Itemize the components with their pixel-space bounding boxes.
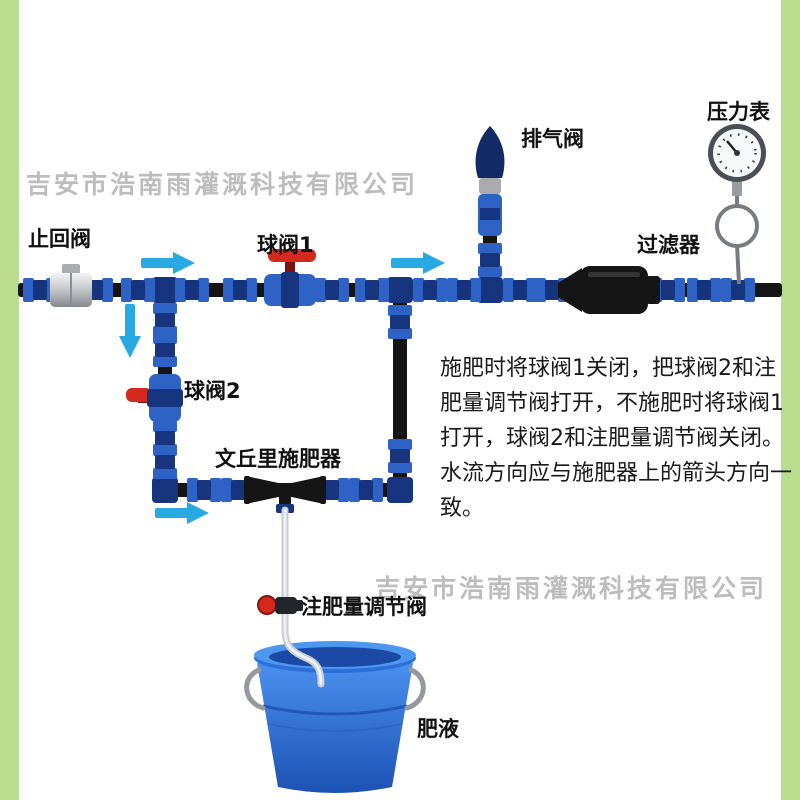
bucket-handle-left — [244, 667, 266, 711]
pipe-fitting — [355, 278, 389, 302]
bucket-handle-right — [404, 667, 426, 711]
green-left-bar — [0, 0, 19, 800]
pipe-fitting — [153, 303, 177, 337]
pipe-fitting — [187, 478, 221, 502]
elbow-fitting — [152, 477, 178, 503]
flow-arrow-right-3 — [155, 502, 209, 524]
ball-valve-1 — [264, 249, 316, 308]
pressure-gauge — [708, 124, 766, 285]
instruction-line: 肥量调节阀打开，不施肥时将球阀1 — [440, 391, 784, 416]
gauge-loop-tube — [715, 204, 759, 248]
instruction-line: 打开，球阀2和注肥量调节阀关闭。 — [440, 426, 784, 451]
label-check-valve: 止回阀 — [28, 227, 91, 251]
pipe-fitting — [478, 243, 502, 277]
label-filter: 过滤器 — [637, 233, 700, 257]
pipe-fitting — [388, 305, 412, 339]
pipe-fitting — [175, 278, 209, 302]
ball-valve-2 — [126, 374, 183, 422]
label-pressure-gauge: 压力表 — [707, 100, 770, 124]
label-ball-valve-1: 球阀1 — [257, 233, 314, 257]
instruction-text: 施肥时将球阀1关闭，把球阀2和注 肥量调节阀打开，不施肥时将球阀1 打开，球阀2… — [440, 351, 792, 526]
tee-fitting — [152, 277, 178, 303]
flow-arrow-right-2 — [391, 252, 445, 274]
label-exhaust-valve: 排气阀 — [521, 127, 584, 151]
tee-fitting — [387, 277, 413, 303]
fertilizer-adjust-valve — [257, 595, 303, 615]
check-valve — [50, 264, 92, 307]
pipe-fitting — [153, 445, 177, 479]
pipe-fitting — [447, 278, 481, 302]
label-venturi-injector: 文丘里施肥器 — [215, 447, 341, 471]
elbow-fitting — [387, 477, 413, 503]
filter — [558, 266, 660, 314]
label-fertilizer-adjust-valve: 注肥量调节阀 — [301, 595, 427, 619]
pipe-fitting — [153, 333, 177, 367]
pipe-fitting — [121, 278, 155, 302]
pipe-fitting — [223, 278, 257, 302]
flow-arrow-right-1 — [141, 252, 195, 274]
pipe-fitting — [687, 278, 721, 302]
instruction-line: 致。 — [440, 496, 485, 521]
pipe-fitting — [413, 278, 447, 302]
label-ball-valve-2: 球阀2 — [184, 379, 241, 403]
instruction-line: 水流方向应与施肥器上的箭头方向一 — [440, 461, 793, 486]
watermark-top: 吉安市浩南雨灌溉科技有限公司 — [26, 170, 419, 199]
flow-arrow-down — [119, 304, 141, 358]
green-right-bar — [781, 0, 800, 800]
label-fertilizer-solution: 肥液 — [417, 717, 459, 741]
instruction-line: 施肥时将球阀1关闭，把球阀2和注 — [440, 356, 776, 381]
fertilizer-bucket — [244, 641, 426, 793]
pipe-fitting — [349, 478, 383, 502]
venturi-injector — [244, 476, 326, 513]
suction-tube — [281, 506, 325, 688]
pipe-fitting — [503, 278, 537, 302]
pipe-fitting — [388, 439, 412, 473]
watermark-bottom: 吉安市浩南雨灌溉科技有限公司 — [375, 574, 768, 603]
pipe-fitting — [315, 278, 349, 302]
exhaust-valve — [475, 126, 505, 236]
